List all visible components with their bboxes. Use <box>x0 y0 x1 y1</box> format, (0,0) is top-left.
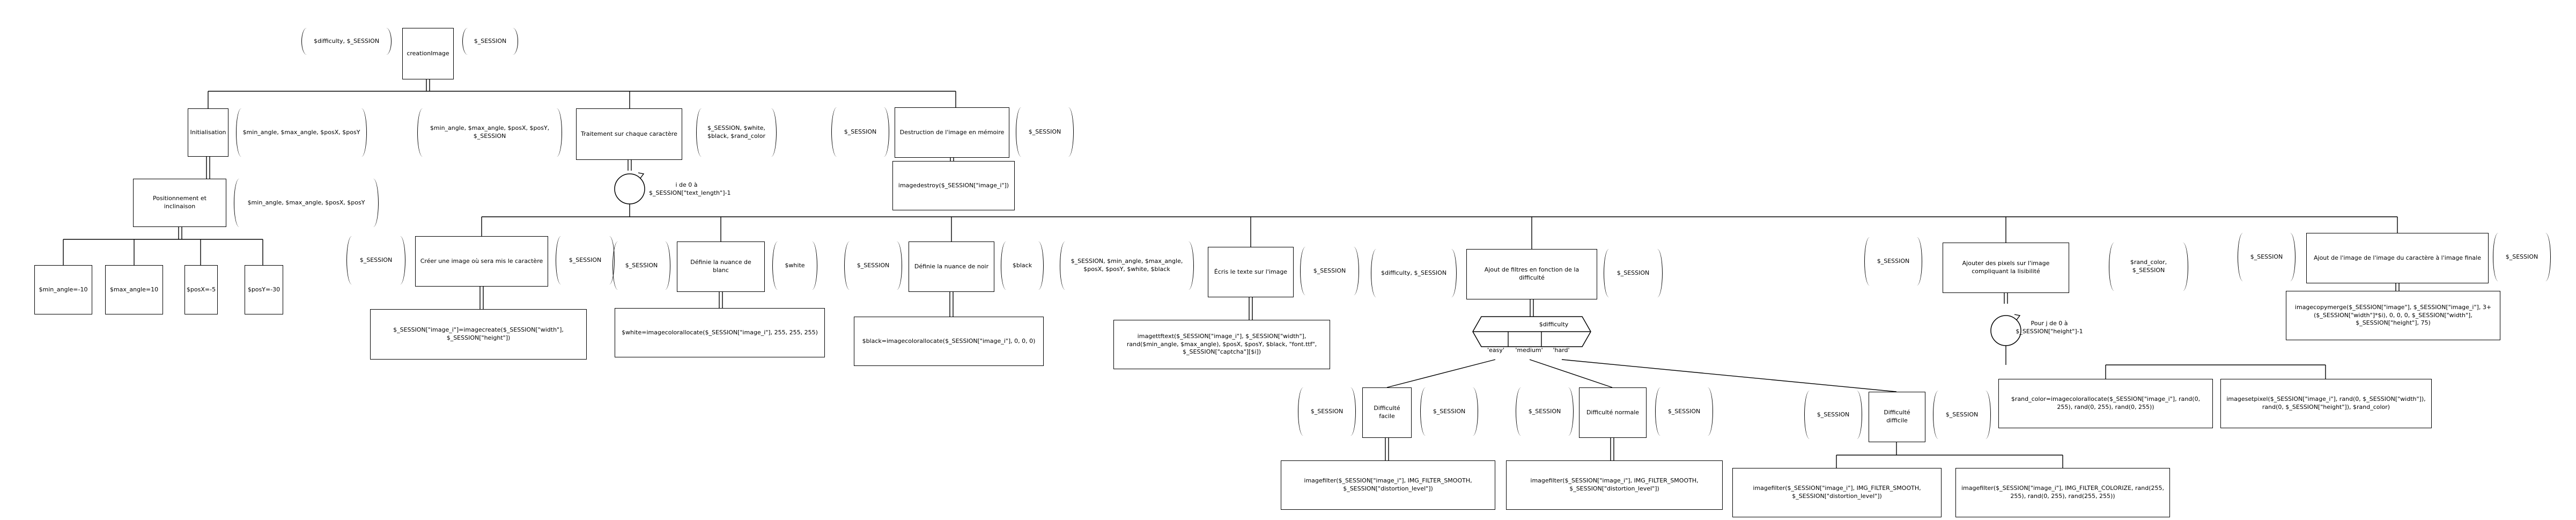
node-initialisation[interactable]: Initialisation <box>188 108 228 157</box>
code-image-finale[interactable]: imagecopymerge($_SESSION["image"], $_SES… <box>2286 291 2500 340</box>
loop-i-symbol[interactable] <box>614 173 645 204</box>
code-rand-color[interactable]: $rand_color=imagecolorallocate($_SESSION… <box>1998 379 2213 428</box>
param-blanc-out: $white <box>772 241 817 290</box>
param-init-out: $min_angle, $max_angle, $posX, $posY <box>236 108 367 157</box>
param-creer-out: $_SESSION <box>556 236 615 284</box>
code-nuance-noir[interactable]: $black=imagecolorallocate($_SESSION["ima… <box>854 317 1044 366</box>
node-creation-image[interactable]: creationImage <box>402 28 454 79</box>
code-difficulte-facile[interactable]: imagefilter($_SESSION["image_i"], IMG_FI… <box>1281 460 1495 510</box>
code-nuance-blanc[interactable]: $white=imagecolorallocate($_SESSION["ima… <box>615 308 825 357</box>
param-filtres-in: $difficulty, $_SESSION <box>1371 249 1457 297</box>
param-noir-out: $black <box>1001 241 1044 290</box>
loop-j-arrow-icon <box>2014 314 2021 320</box>
loop-j-label: Pour j de 0 à $_SESSION["height"]-1 <box>2016 320 2083 335</box>
code-destruction[interactable]: imagedestroy($_SESSION["image_i"]) <box>892 161 1015 210</box>
param-root-out: $_SESSION <box>462 28 518 55</box>
param-traitement-in: $min_angle, $max_angle, $posX, $posY, $_… <box>417 108 562 157</box>
param-traitement-out: $_SESSION, $white, $black, $rand_color <box>696 108 777 157</box>
code-ecrire-texte[interactable]: imagettftext($_SESSION["image_i"], $_SES… <box>1113 320 1330 369</box>
param-ecrire-in: $_SESSION, $min_angle, $max_angle, $posX… <box>1060 241 1194 290</box>
code-creer-image[interactable]: $_SESSION["image_i"]=imagecreate($_SESSI… <box>370 309 587 360</box>
node-difficulte-difficile[interactable]: Difficulté difficile <box>1869 392 1925 442</box>
leaf-posx[interactable]: $posX=-5 <box>184 265 218 314</box>
selector-difficulty-label: $difficulty <box>1539 321 1569 328</box>
case-medium-link <box>1529 359 1613 388</box>
node-ajout-filtres[interactable]: Ajout de filtres en fonction de la diffi… <box>1466 249 1597 299</box>
param-destruction-out: $_SESSION <box>1016 107 1074 157</box>
param-blanc-in: $_SESSION <box>612 241 670 290</box>
param-difficile-in: $_SESSION <box>1804 391 1862 439</box>
param-position-out: $min_angle, $max_angle, $posX, $posY <box>234 179 379 227</box>
param-pixels-out: $rand_color, $_SESSION <box>2109 243 2188 291</box>
code-difficile-smooth[interactable]: imagefilter($_SESSION["image_i"], IMG_FI… <box>1732 468 1942 517</box>
node-positionnement[interactable]: Positionnement et inclinaison <box>133 179 226 227</box>
case-easy[interactable]: 'easy' <box>1487 347 1504 354</box>
code-setpixel[interactable]: imagesetpixel($_SESSION["image_i"], rand… <box>2220 379 2432 428</box>
leaf-min-angle[interactable]: $min_angle=-10 <box>34 265 92 314</box>
leaf-max-angle[interactable]: $max_angle=10 <box>105 265 163 314</box>
node-traitement[interactable]: Traitement sur chaque caractère <box>576 108 682 160</box>
param-pixels-in: $_SESSION <box>1864 237 1922 285</box>
node-nuance-noir[interactable]: Définie la nuance de noir <box>909 241 994 292</box>
node-destruction[interactable]: Destruction de l'image en mémoire <box>895 107 1009 158</box>
node-difficulte-facile[interactable]: Difficulté facile <box>1362 387 1412 438</box>
param-normale-in: $_SESSION <box>1516 387 1574 436</box>
node-creer-image[interactable]: Créer une image où sera mis le caractère <box>415 236 548 287</box>
loop-i-label: i de 0 à $_SESSION["text_length"]-1 <box>649 181 731 196</box>
param-root-in: $difficulty, $_SESSION <box>301 28 392 55</box>
case-easy-link <box>1386 359 1496 388</box>
node-ajouter-pixels[interactable]: Ajouter des pixels sur l'image compliqua… <box>1943 243 2069 293</box>
node-image-finale[interactable]: Ajout de l'image de l'image du caractère… <box>2306 233 2489 283</box>
param-finale-in: $_SESSION <box>2238 233 2295 281</box>
param-facile-out: $_SESSION <box>1420 387 1478 436</box>
case-medium[interactable]: 'medium' <box>1515 347 1543 354</box>
case-hard-link <box>1561 359 1897 392</box>
loop-i-arrow-icon <box>638 172 645 179</box>
param-normale-out: $_SESSION <box>1655 387 1713 436</box>
param-filtres-out: $_SESSION <box>1604 249 1663 297</box>
node-nuance-blanc[interactable]: Définie la nuance de blanc <box>677 241 765 292</box>
case-hard[interactable]: 'hard' <box>1553 347 1570 354</box>
param-creer-in: $_SESSION <box>346 236 405 284</box>
node-difficulte-normale[interactable]: Difficulté normale <box>1579 387 1647 438</box>
param-difficile-out: $_SESSION <box>1933 391 1991 439</box>
param-destruction-in: $_SESSION <box>831 107 889 157</box>
param-ecrire-out: $_SESSION <box>1300 247 1359 295</box>
code-difficile-colorize[interactable]: imagefilter($_SESSION["image_i"], IMG_FI… <box>1955 468 2170 517</box>
code-difficulte-normale[interactable]: imagefilter($_SESSION["image_i"], IMG_FI… <box>1506 460 1723 510</box>
param-facile-in: $_SESSION <box>1298 387 1356 436</box>
param-noir-in: $_SESSION <box>844 241 902 290</box>
param-finale-out: $_SESSION <box>2493 233 2551 281</box>
node-ecrire-texte[interactable]: Écris le texte sur l'image <box>1208 247 1294 297</box>
leaf-posy[interactable]: $posY=-30 <box>245 265 283 314</box>
